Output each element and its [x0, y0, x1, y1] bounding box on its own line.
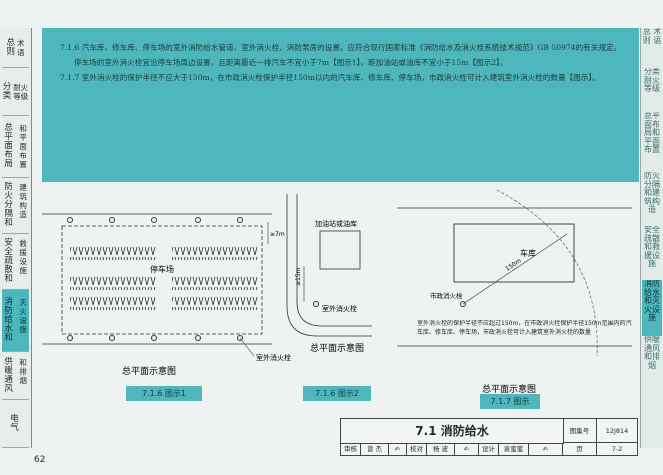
car-row	[70, 246, 156, 260]
sidebar-tab-label: 电气	[10, 413, 19, 433]
check-label: 校对	[407, 443, 427, 455]
sidebar-tab-label: 消防给水和	[4, 297, 13, 343]
clause-7-1-7: 7.1.7 室外消火栓的保护半径不应大于150m，在市政消火栓保护半径150m以…	[60, 73, 600, 82]
sidebar-tab-sublabel: 耐火等级	[13, 82, 29, 101]
hydrant-label: 室外消火栓	[322, 304, 357, 313]
checker: 杨 波	[427, 443, 455, 455]
coverage-note: 室外消火栓的保护半径不应超过150m，在市政消火栓保护半径150m范围内的汽车库…	[417, 320, 632, 336]
design-label: 设计	[479, 443, 499, 455]
sidebar-tab-label: 分类	[2, 81, 12, 101]
hydrant-label: 室外消火栓	[256, 353, 291, 362]
page-label: 页	[563, 443, 597, 455]
designer: 袁蜜蜜	[499, 443, 529, 455]
sidebar-right-tab[interactable]: 总 术 则 语	[642, 28, 662, 45]
hydrant-icon	[460, 301, 466, 307]
dim-label: ≥15m	[295, 267, 302, 286]
sidebar-tab-label: 供暖通风	[4, 356, 13, 394]
hydrant-icon	[67, 217, 243, 341]
diagram-2: 加油站或油库 ≥15m 室外消火栓 总平面示意图	[286, 194, 372, 354]
sidebar-right-tab[interactable]: 消防给水和灭火设施	[642, 280, 662, 336]
clause-7-1-6: 7.1.6 汽车库、修车库、停车场的室外消防给水管道、室外消火栓、消防泵房的设置…	[60, 43, 622, 52]
car-row	[70, 276, 156, 290]
signature-2: ✍	[455, 443, 479, 455]
sidebar-tab-label: 防火分隔和	[4, 182, 13, 228]
caption-diagram-3: 7.1.7 图示	[480, 394, 540, 409]
sidebar-tab-sublabel: 术语	[17, 38, 25, 57]
category-sidebar-right: 总 术 则 语分类 耐火等级总平面布局和平面布置防火分隔和建筑构造安全疏散和救援…	[640, 28, 663, 448]
sidebar-tab[interactable]: 分类耐火等级	[2, 68, 29, 116]
sidebar-tab-sublabel: 建筑构造	[19, 183, 27, 219]
car-row	[70, 296, 156, 310]
sidebar-right-tab[interactable]: 防火分隔和建筑构造	[644, 172, 660, 214]
signature-3: ✍	[529, 443, 563, 455]
caption-diagram-2: 7.1.6 图示2	[303, 386, 371, 401]
atlas-number: 12J814	[597, 419, 637, 443]
diagram-subtitle: 总平面示意图	[482, 383, 536, 395]
sidebar-tab-sublabel: 和平面布置	[19, 124, 27, 169]
station-label: 加油站或油库	[315, 219, 357, 228]
fuel-station	[319, 230, 361, 270]
diagram-subtitle: 总平面示意图	[310, 342, 364, 354]
sidebar-tab-label: 总平面布局	[4, 123, 13, 169]
review-label: 审核	[341, 443, 361, 455]
title-block: 7.1 消防给水 图集号 12J814 审核 曾 杰 ✍ 校对 杨 波 ✍ 设计…	[340, 418, 638, 456]
parking-label: 停车场	[150, 264, 174, 274]
sidebar-tab[interactable]: 总则术语	[2, 28, 29, 68]
sidebar-tab-sublabel: 和排烟	[19, 357, 27, 385]
sidebar-tab[interactable]: 供暖通风和排烟	[2, 352, 29, 400]
sidebar-right-tab[interactable]: 分类 耐火等级	[644, 68, 660, 93]
clause-text-panel: 7.1.6 汽车库、修车库、停车场的室外消防给水管道、室外消火栓、消防泵房的设置…	[42, 28, 639, 182]
diagram-3: 车库 150m 市政消火栓 室外消火栓的保护半径不应超过150m，在市政消火栓保…	[397, 189, 632, 395]
page-number: 62	[34, 455, 46, 465]
sidebar-tab[interactable]: 防火分隔和建筑构造	[2, 178, 29, 234]
sidebar-tab[interactable]: 安全疏散和救援设施	[2, 234, 29, 290]
diagram-1: ≥7m 停车场 室外消火栓 总平面示意图	[42, 213, 291, 377]
diagram-area: ≥7m 停车场 室外消火栓 总平面示意图 加油站或油库 ≥15m 室外消火栓 总…	[42, 189, 632, 395]
section-title: 7.1 消防给水	[341, 419, 564, 444]
dim-label: ≥7m	[270, 231, 285, 238]
car-row	[172, 246, 258, 260]
sidebar-right-tab[interactable]: 总平面布局和平面布置	[644, 112, 660, 154]
sidebar-tab-label: 安全疏散和	[4, 238, 13, 284]
sidebar-tab-label: 总则	[6, 37, 15, 57]
sidebar-tab[interactable]: 消防给水和灭火设施	[2, 290, 29, 352]
car-row	[172, 276, 258, 290]
car-row	[172, 296, 258, 310]
clause-7-1-6-note: 停车场的室外消火栓宜沿停车场周边设置，且距离最近一排汽车不宜小于7m【图示1】，…	[74, 58, 508, 67]
signature-1: ✍	[389, 443, 407, 455]
sheet-page: 7-2	[611, 445, 623, 453]
sidebar-tab[interactable]: 电气	[2, 400, 29, 448]
sidebar-tab-sublabel: 救援设施	[19, 239, 27, 275]
sidebar-right-tab[interactable]: 供暖通风和排烟	[644, 336, 660, 370]
garage-building	[453, 223, 575, 283]
caption-diagram-1: 7.1.6 图示1	[126, 386, 202, 401]
hydrant-label: 市政消火栓	[430, 291, 463, 300]
hydrant-icon	[313, 301, 319, 307]
category-sidebar: 总则术语分类耐火等级总平面布局和平面布置防火分隔和建筑构造安全疏散和救援设施消防…	[0, 28, 32, 448]
diagram-subtitle: 总平面示意图	[122, 365, 176, 377]
reviewer: 曾 杰	[361, 443, 389, 455]
garage-label: 车库	[520, 248, 536, 258]
atlas-label: 图集号	[563, 419, 597, 443]
radius-label: 150m	[504, 257, 522, 272]
sidebar-right-tab[interactable]: 安全疏散和救援设施	[644, 226, 660, 268]
sidebar-tab-sublabel: 灭火设施	[19, 298, 27, 334]
sidebar-tab[interactable]: 总平面布局和平面布置	[2, 116, 29, 178]
